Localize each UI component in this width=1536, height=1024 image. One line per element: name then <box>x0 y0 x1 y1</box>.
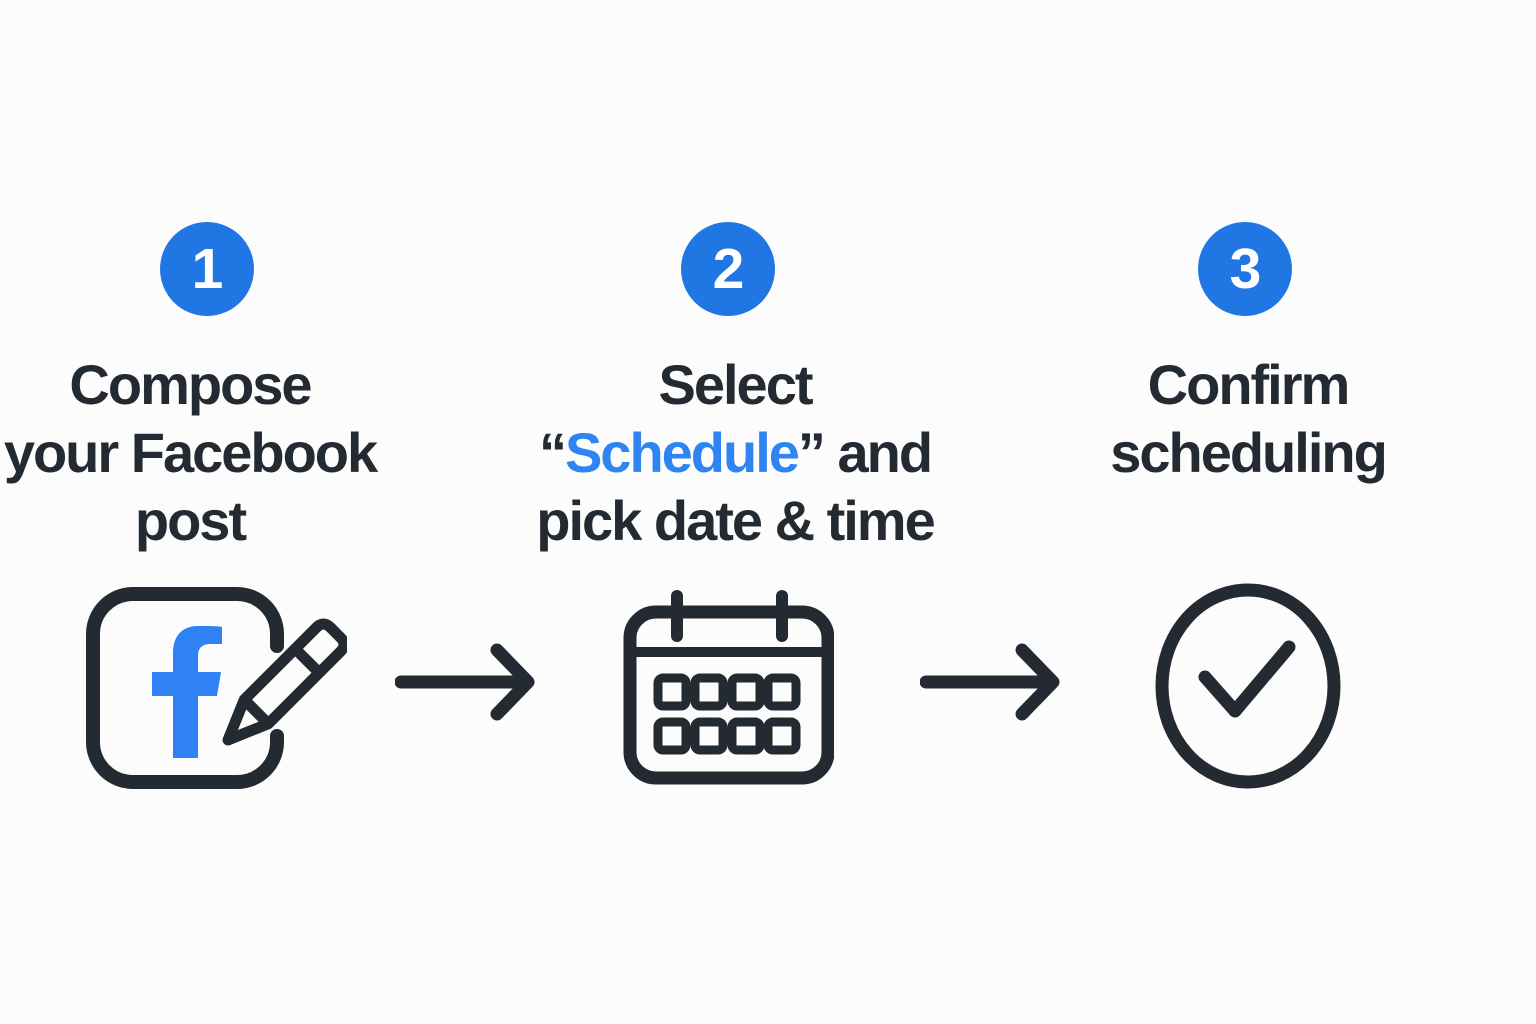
step-2-title: Select “Schedule” and pick date & time <box>513 351 957 555</box>
check-circle-icon <box>1155 582 1345 797</box>
step-3-title-line: Confirm <box>1147 353 1351 416</box>
step-1-title-line: your Facebook <box>3 421 378 484</box>
open-quote: “ <box>538 421 567 484</box>
close-quote-and: ” and <box>797 421 933 484</box>
facebook-compose-icon <box>85 586 350 805</box>
step-1-title: Compose your Facebook post <box>0 351 390 555</box>
step-2-title-line: pick date & time <box>536 489 935 552</box>
right-arrow-icon <box>919 630 1060 739</box>
step-3-number: 3 <box>1229 236 1262 301</box>
step-2-title-line: “Schedule” and <box>513 419 957 487</box>
schedule-highlight: Schedule <box>564 421 800 484</box>
step-1-number: 1 <box>191 236 224 301</box>
step-1-title-line: post <box>134 489 247 552</box>
step-3-title: Confirm scheduling <box>1048 351 1448 487</box>
step-2-badge: 2 <box>681 222 775 316</box>
step-1-badge: 1 <box>160 222 254 316</box>
step-3-badge: 3 <box>1198 222 1292 316</box>
step-2-title-line: Select <box>658 353 814 416</box>
calendar-icon <box>622 590 835 793</box>
step-3-title-line: scheduling <box>1110 421 1388 484</box>
right-arrow-icon <box>394 630 535 739</box>
step-2-number: 2 <box>712 236 745 301</box>
step-1-title-line: Compose <box>69 353 312 416</box>
